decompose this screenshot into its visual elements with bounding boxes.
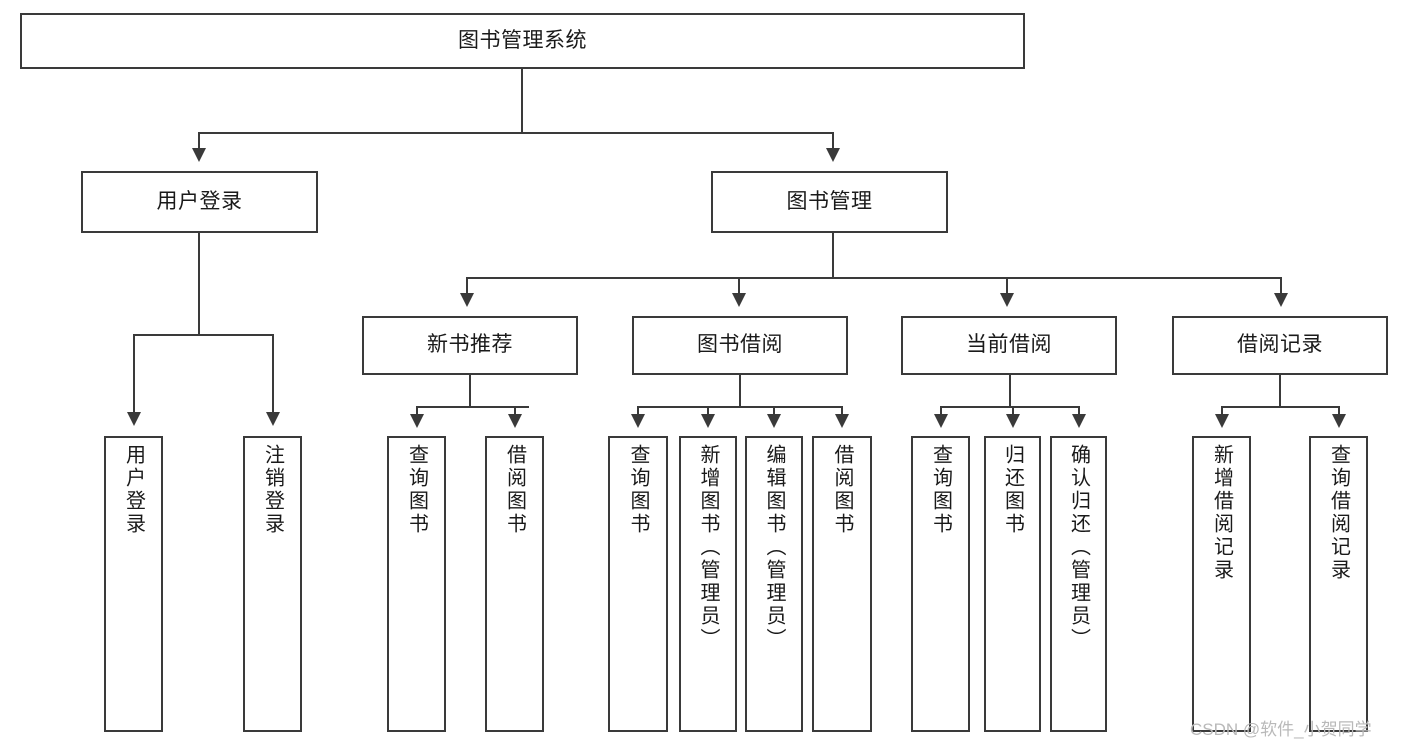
arrowhead-leaf-user-login: [127, 412, 141, 426]
node-leaf-borrow-book-2-label: 借阅图书: [831, 444, 853, 536]
connector-book-manage-drop-2: [738, 277, 740, 295]
arrowhead-leaf-add-book-admin: [701, 414, 715, 428]
node-book-borrow-label: 图书借阅: [697, 333, 783, 357]
connector-root-bus: [198, 132, 834, 134]
connector-current-borrow-drop-3: [1078, 406, 1080, 416]
connector-current-borrow-drop-2: [1012, 406, 1014, 416]
connector-new-book-rec-drop-1: [416, 406, 418, 416]
node-leaf-query-book-2-label: 查询图书: [627, 444, 649, 536]
arrowhead-leaf-borrow-book-2: [835, 414, 849, 428]
connector-current-borrow-stem: [1009, 375, 1011, 407]
connector-book-borrow-drop-3: [773, 406, 775, 416]
node-leaf-return-book-label: 归还图书: [1001, 444, 1024, 536]
arrowhead-leaf-user-logout: [266, 412, 280, 426]
node-leaf-query-book-1-label: 查询图书: [405, 444, 428, 536]
arrowhead-leaf-query-book-3: [934, 414, 948, 428]
node-leaf-edit-book-admin-label: 编辑图书（管理员）: [763, 444, 785, 651]
node-borrow-record-label: 借阅记录: [1237, 333, 1323, 357]
node-leaf-query-book-3-label: 查询图书: [929, 444, 952, 536]
node-root-system-label: 图书管理系统: [458, 28, 587, 52]
node-leaf-add-borrow-record[interactable]: 新增借阅记录: [1192, 436, 1251, 732]
node-root-system[interactable]: 图书管理系统: [20, 13, 1025, 69]
node-leaf-borrow-book-1[interactable]: 借阅图书: [485, 436, 544, 732]
arrowhead-leaf-borrow-book-1: [508, 414, 522, 428]
node-leaf-query-book-3[interactable]: 查询图书: [911, 436, 970, 732]
node-leaf-return-book[interactable]: 归还图书: [984, 436, 1041, 732]
node-current-borrow-label: 当前借阅: [966, 333, 1052, 357]
connector-book-manage-drop-1: [466, 277, 468, 295]
arrowhead-borrow-record: [1274, 293, 1288, 307]
connector-user-login-bus: [133, 334, 273, 336]
connector-user-login-drop-2: [272, 334, 274, 414]
node-user-login[interactable]: 用户登录: [81, 171, 318, 233]
connector-current-borrow-bus: [940, 406, 1079, 408]
node-leaf-query-book-2[interactable]: 查询图书: [608, 436, 668, 732]
node-new-book-recommend[interactable]: 新书推荐: [362, 316, 578, 375]
node-leaf-add-book-admin[interactable]: 新增图书（管理员）: [679, 436, 737, 732]
connector-user-login-drop-1: [133, 334, 135, 414]
arrowhead-new-book-rec: [460, 293, 474, 307]
node-book-manage-label: 图书管理: [786, 189, 873, 213]
arrowhead-leaf-edit-book-admin: [767, 414, 781, 428]
connector-book-borrow-drop-2: [707, 406, 709, 416]
node-leaf-confirm-return-admin-label: 确认归还（管理员）: [1067, 444, 1090, 651]
node-leaf-query-book-1[interactable]: 查询图书: [387, 436, 446, 732]
connector-book-manage-drop-4: [1280, 277, 1282, 295]
arrowhead-leaf-query-book-2: [631, 414, 645, 428]
node-leaf-query-borrow-record-label: 查询借阅记录: [1327, 444, 1350, 582]
node-leaf-user-login[interactable]: 用户登录: [104, 436, 163, 732]
node-current-borrow[interactable]: 当前借阅: [901, 316, 1117, 375]
node-leaf-confirm-return-admin[interactable]: 确认归还（管理员）: [1050, 436, 1107, 732]
node-leaf-edit-book-admin[interactable]: 编辑图书（管理员）: [745, 436, 803, 732]
arrowhead-leaf-query-borrow-record: [1332, 414, 1346, 428]
node-book-manage[interactable]: 图书管理: [711, 171, 948, 233]
node-user-login-label: 用户登录: [156, 189, 243, 213]
arrowhead-leaf-add-borrow-record: [1215, 414, 1229, 428]
node-leaf-user-login-label: 用户登录: [122, 444, 145, 536]
connector-book-manage-stem: [832, 233, 834, 278]
node-new-book-recommend-label: 新书推荐: [427, 333, 513, 357]
connector-book-borrow-drop-1: [637, 406, 639, 416]
connector-root-to-user-login: [198, 132, 200, 150]
connector-root-to-book-manage: [832, 132, 834, 150]
connector-book-borrow-bus: [637, 406, 842, 408]
arrowhead-user-login: [192, 148, 206, 162]
connector-user-login-stem: [198, 233, 200, 335]
arrowhead-leaf-query-book-1: [410, 414, 424, 428]
node-leaf-borrow-book-1-label: 借阅图书: [503, 444, 526, 536]
arrowhead-book-manage: [826, 148, 840, 162]
arrowhead-current-borrow: [1000, 293, 1014, 307]
connector-new-book-rec-stem: [469, 375, 471, 407]
arrowhead-leaf-return-book: [1006, 414, 1020, 428]
arrowhead-leaf-confirm-return-admin: [1072, 414, 1086, 428]
node-leaf-user-logout[interactable]: 注销登录: [243, 436, 302, 732]
connector-root-stem: [521, 69, 523, 133]
node-leaf-user-logout-label: 注销登录: [261, 444, 284, 536]
node-borrow-record[interactable]: 借阅记录: [1172, 316, 1388, 375]
connector-book-borrow-drop-4: [841, 406, 843, 416]
node-leaf-add-borrow-record-label: 新增借阅记录: [1210, 444, 1233, 582]
node-leaf-add-book-admin-label: 新增图书（管理员）: [697, 444, 719, 651]
connector-borrow-record-drop-2: [1338, 406, 1340, 416]
node-leaf-query-borrow-record[interactable]: 查询借阅记录: [1309, 436, 1368, 732]
connector-current-borrow-drop-1: [940, 406, 942, 416]
connector-new-book-rec-bus: [416, 406, 529, 408]
connector-borrow-record-drop-1: [1221, 406, 1223, 416]
arrowhead-book-borrow: [732, 293, 746, 307]
connector-borrow-record-bus: [1221, 406, 1339, 408]
connector-borrow-record-stem: [1279, 375, 1281, 407]
node-leaf-borrow-book-2[interactable]: 借阅图书: [812, 436, 872, 732]
connector-new-book-rec-drop-2: [514, 406, 516, 416]
node-book-borrow[interactable]: 图书借阅: [632, 316, 848, 375]
connector-book-borrow-stem: [739, 375, 741, 407]
connector-book-manage-bus: [466, 277, 1280, 279]
connector-book-manage-drop-3: [1006, 277, 1008, 295]
